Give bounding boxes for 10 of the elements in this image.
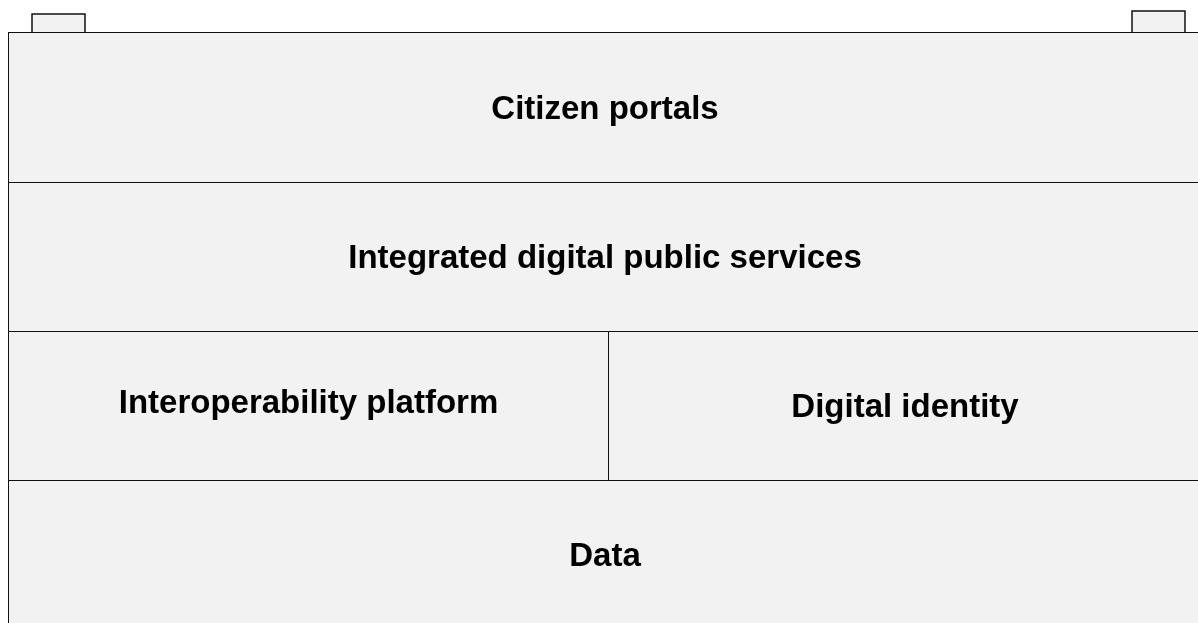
layer-label: Integrated digital public services	[348, 238, 862, 276]
layer-box	[608, 331, 1198, 481]
layer-box	[8, 182, 1198, 332]
layer-label: Citizen portals	[491, 88, 719, 127]
layer-box	[8, 480, 1198, 623]
layer-box	[8, 331, 609, 481]
layer-label: Data	[569, 536, 641, 574]
layer-label: Interoperability platform	[118, 383, 499, 421]
layer-box	[8, 32, 1198, 183]
layer-label: Digital identity	[791, 387, 1019, 425]
